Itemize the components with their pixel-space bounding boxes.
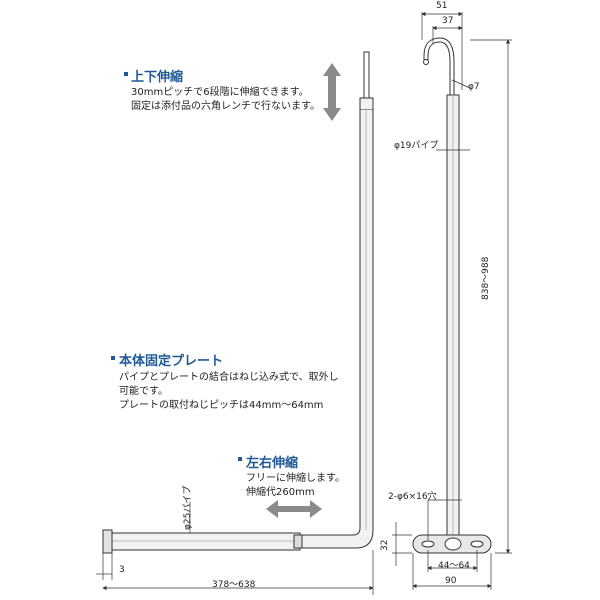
vertical-line-2: 固定は添付品の六角レンチで行ないます。 bbox=[131, 101, 320, 112]
pipe-collar bbox=[293, 534, 303, 549]
bullet-plate bbox=[111, 356, 115, 360]
bullet-horizontal bbox=[238, 457, 242, 461]
front-view bbox=[412, 37, 492, 554]
vertical-line-1: 30mmピッチで6段階に伸縮できます。 bbox=[131, 87, 309, 98]
dim-hole: 2-φ6×16穴 bbox=[388, 492, 437, 502]
dim-plate-height: 32 bbox=[380, 539, 390, 551]
dim-hook-width: 51 bbox=[436, 1, 448, 11]
vertical-adjust-rod bbox=[363, 51, 370, 99]
dim-hook-inner: 37 bbox=[442, 16, 454, 26]
dimension-lines bbox=[96, 11, 512, 595]
vertical-pipe bbox=[359, 97, 374, 111]
bullet-vertical bbox=[124, 72, 128, 76]
dim-plate-pitch: 44～64 bbox=[438, 561, 470, 571]
screw-hole-left bbox=[421, 540, 435, 548]
horizontal-heading: 左右伸縮 bbox=[246, 456, 299, 471]
hook bbox=[423, 37, 455, 95]
dim-plate-width: 90 bbox=[445, 576, 457, 586]
side-view bbox=[102, 51, 374, 554]
screw-hole-right bbox=[470, 540, 484, 548]
plate-line-2: 可能です。 bbox=[119, 386, 168, 397]
horizontal-adjust-arrow bbox=[266, 500, 322, 518]
dim-height: 838～988 bbox=[481, 256, 491, 300]
vertical-heading: 上下伸縮 bbox=[131, 70, 184, 85]
plate-heading: 本体固定プレート bbox=[119, 354, 224, 369]
plate-line-1: パイプとプレートの結合はねじ込み式で、取外し bbox=[119, 372, 339, 383]
fixing-plate bbox=[102, 529, 113, 554]
horizontal-line-1: フリーに伸縮します。 bbox=[246, 473, 345, 484]
dim-hook-wire: φ7 bbox=[468, 82, 480, 92]
dim-flange: 3 bbox=[119, 565, 125, 575]
dim-length: 378～638 bbox=[212, 580, 256, 590]
vertical-adjust-arrow bbox=[323, 63, 341, 121]
dim-pipe-vertical: φ19パイプ bbox=[394, 141, 439, 151]
horizontal-line-2: 伸縮代260mm bbox=[246, 487, 315, 498]
dim-pipe-horizontal: φ25パイプ bbox=[183, 485, 193, 530]
plate-line-3: プレートの取付ねじピッチは44mm～64mm bbox=[119, 400, 324, 411]
